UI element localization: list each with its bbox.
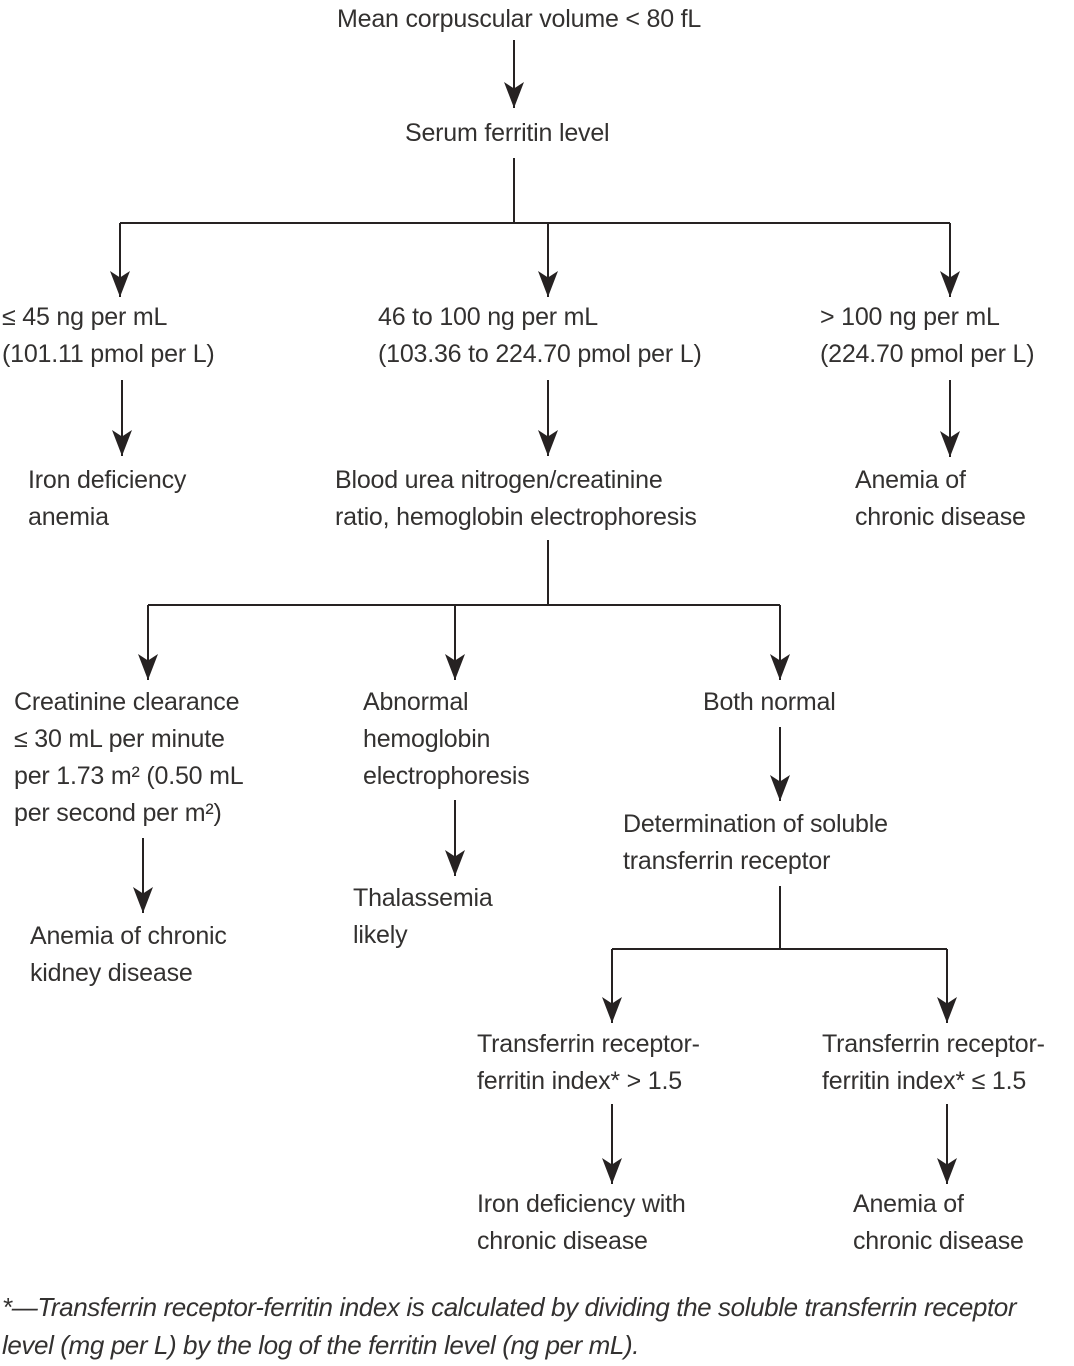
node-ferritin-low: ≤ 45 ng per mL (101.11 pmol per L) (2, 303, 215, 368)
node-serum-ferritin-level: Serum ferritin level (405, 119, 610, 147)
node-iron-deficiency-with-chronic-disease: Iron deficiency with chronic disease (477, 1190, 686, 1255)
node-iron-deficiency-anemia: Iron deficiency anemia (28, 466, 187, 531)
node-bun-creatinine-ratio: Blood urea nitrogen/creatinine ratio, he… (335, 466, 697, 531)
node-anemia-chronic-disease-index: Anemia of chronic disease (853, 1190, 1024, 1255)
node-anemia-chronic-kidney-disease: Anemia of chronic kidney disease (30, 922, 227, 987)
node-thalassemia-likely: Thalassemia likely (353, 884, 493, 949)
node-mean-corpuscular-volume: Mean corpuscular volume < 80 fL (337, 5, 702, 33)
footnote-transferrin-index-definition: *—Transferrin receptor-ferritin index is… (2, 1292, 1017, 1360)
node-anemia-chronic-disease-high: Anemia of chronic disease (855, 466, 1026, 531)
node-abnormal-hemoglobin-electrophoresis: Abnormal hemoglobin electrophoresis (363, 688, 530, 790)
node-both-normal: Both normal (703, 688, 836, 716)
node-ferritin-high: > 100 ng per mL (224.70 pmol per L) (820, 303, 1035, 368)
node-ferritin-mid: 46 to 100 ng per mL (103.36 to 224.70 pm… (378, 303, 702, 368)
node-index-greater-1-5: Transferrin receptor- ferritin index* > … (477, 1030, 700, 1095)
node-creatinine-clearance: Creatinine clearance ≤ 30 mL per minute … (14, 688, 244, 827)
node-index-lessequal-1-5: Transferrin receptor- ferritin index* ≤ … (822, 1030, 1045, 1095)
node-soluble-transferrin-receptor: Determination of soluble transferrin rec… (623, 810, 888, 875)
